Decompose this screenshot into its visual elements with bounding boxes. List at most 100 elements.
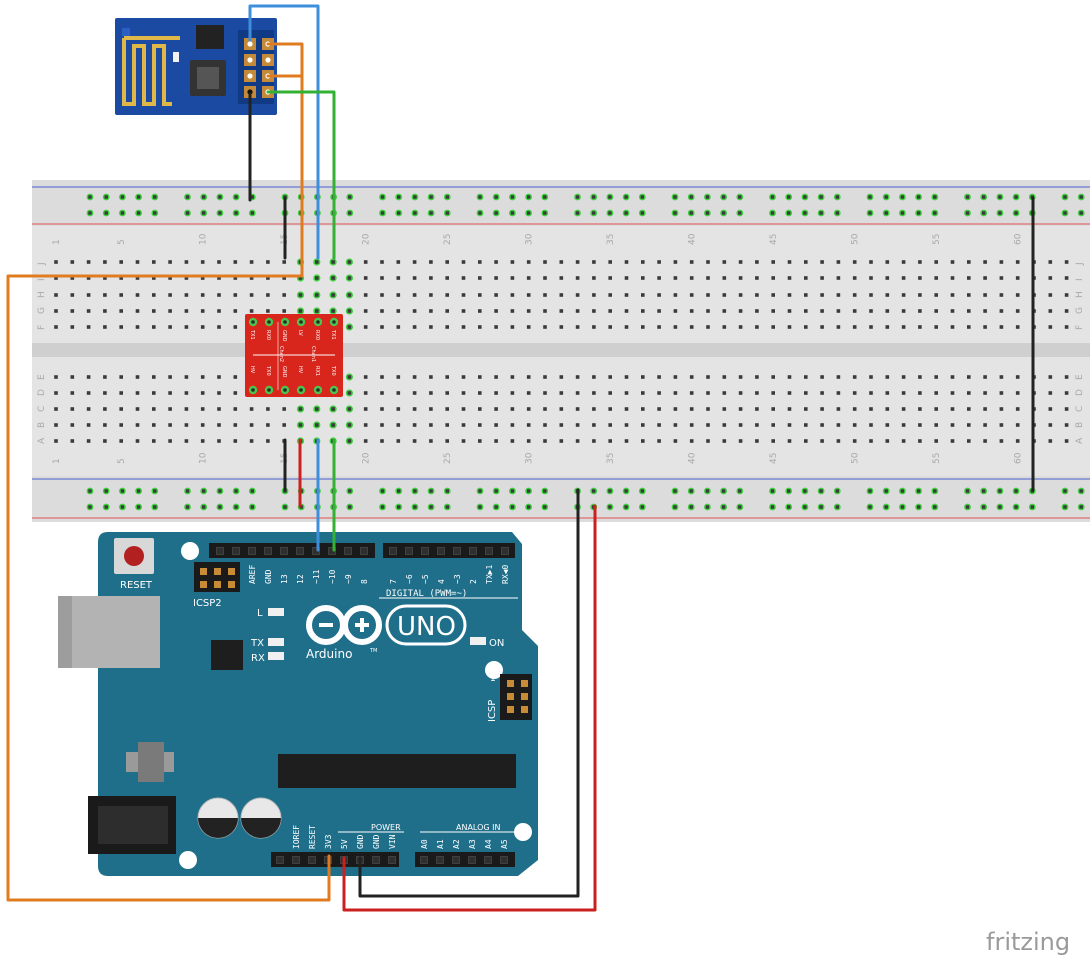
shifter-top-label: LV xyxy=(297,330,303,336)
hole xyxy=(885,276,890,280)
hole xyxy=(901,423,906,427)
hole xyxy=(233,325,238,329)
hole xyxy=(396,391,401,395)
hole xyxy=(152,423,156,427)
hole xyxy=(543,309,547,313)
hole xyxy=(54,391,58,395)
hole xyxy=(135,293,140,297)
hole xyxy=(233,309,238,313)
hole xyxy=(983,439,987,443)
rail-hole xyxy=(624,505,628,509)
hole xyxy=(510,309,515,313)
hole xyxy=(1048,423,1053,427)
hole xyxy=(869,407,873,411)
rail-hole xyxy=(916,505,921,509)
hole xyxy=(950,293,955,297)
hole xyxy=(804,293,808,297)
hole xyxy=(1048,325,1053,329)
hole xyxy=(543,325,547,329)
rail-hole xyxy=(380,505,385,509)
hole xyxy=(217,309,221,313)
hole xyxy=(119,375,123,379)
hole xyxy=(461,375,466,379)
rail-hole xyxy=(218,489,222,493)
rail-hole xyxy=(916,211,921,215)
hole xyxy=(983,391,987,395)
rail-hole xyxy=(397,195,401,199)
rail-hole xyxy=(348,505,352,509)
rail-hole xyxy=(1014,505,1018,509)
hole xyxy=(1048,439,1053,443)
rail-hole xyxy=(884,505,888,509)
hole xyxy=(282,423,286,427)
rail-hole xyxy=(965,489,970,493)
header-pin xyxy=(372,856,380,864)
hole xyxy=(86,276,91,280)
hole xyxy=(282,260,286,264)
hole xyxy=(103,276,107,280)
hole xyxy=(510,276,515,280)
hole xyxy=(70,423,75,427)
rail-hole xyxy=(397,505,401,509)
hole xyxy=(54,423,58,427)
hole xyxy=(1015,293,1020,297)
hole xyxy=(461,276,466,280)
pin-label: 12 xyxy=(296,574,305,584)
hole xyxy=(641,407,645,411)
rail-hole xyxy=(640,195,644,199)
hole xyxy=(380,423,384,427)
hole xyxy=(103,293,107,297)
pin-label: A1 xyxy=(436,839,445,849)
rail-hole xyxy=(153,195,157,199)
hole xyxy=(738,293,743,297)
hole xyxy=(103,439,107,443)
hole xyxy=(494,325,498,329)
rail-hole xyxy=(120,195,125,199)
hole xyxy=(918,407,922,411)
hole xyxy=(86,293,91,297)
hole xyxy=(135,407,140,411)
center-channel xyxy=(32,343,1090,357)
hole xyxy=(135,276,140,280)
row-letter: E xyxy=(1075,374,1085,380)
hole xyxy=(820,439,824,443)
hole xyxy=(510,260,515,264)
rail-hole xyxy=(202,211,206,215)
hole xyxy=(706,293,710,297)
hole xyxy=(689,391,694,395)
hole xyxy=(804,375,808,379)
hole xyxy=(836,391,841,395)
hole xyxy=(967,423,971,427)
shifter-pin-hole xyxy=(251,320,255,324)
rail-hole xyxy=(965,211,970,215)
hole xyxy=(738,309,743,313)
hole xyxy=(575,407,580,411)
power-rail-bottom xyxy=(32,476,1090,522)
hole xyxy=(771,439,775,443)
shifter-pin-hole xyxy=(316,388,320,392)
hole xyxy=(135,309,140,313)
reset-button-cap[interactable] xyxy=(124,546,144,566)
hole xyxy=(657,375,661,379)
row-letter: I xyxy=(37,278,47,281)
pin-label: RESET xyxy=(308,825,317,849)
hole xyxy=(249,439,254,443)
hole xyxy=(152,325,156,329)
header-pin xyxy=(484,856,492,864)
hole xyxy=(380,309,384,313)
hole xyxy=(869,309,873,313)
rail-hole xyxy=(136,195,141,199)
column-number: 55 xyxy=(932,453,942,464)
hole xyxy=(624,439,629,443)
rail-hole xyxy=(884,195,888,199)
rail-hole xyxy=(120,505,125,509)
rail-hole xyxy=(673,489,677,493)
column-number: 1 xyxy=(52,239,62,245)
rail-hole xyxy=(608,489,612,493)
hole xyxy=(429,325,433,329)
hole xyxy=(543,260,547,264)
column-number: 30 xyxy=(525,452,535,464)
hole xyxy=(673,293,678,297)
hole xyxy=(1064,293,1069,297)
hole xyxy=(575,439,580,443)
